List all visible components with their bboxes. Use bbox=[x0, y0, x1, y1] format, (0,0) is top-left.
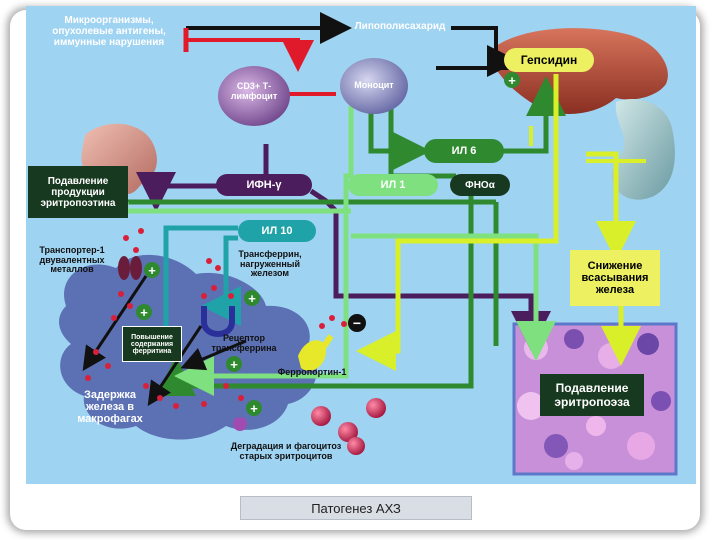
tnf-box: ФНОα bbox=[450, 174, 510, 196]
il6-label: ИЛ 6 bbox=[451, 145, 477, 157]
receptor-plus: + bbox=[226, 356, 242, 372]
slide-caption: Патогенез АХЗ bbox=[240, 496, 472, 520]
iron-retention-label: Задержка железа в макрофагах bbox=[77, 389, 143, 425]
degradation-label: Деградация и фагоцитоз старых эритроцито… bbox=[230, 441, 342, 461]
transferrin-receptor-shape bbox=[201, 306, 235, 337]
lps-label: Липополисахарид bbox=[354, 21, 446, 32]
hepcidin-label: Гепсидин bbox=[520, 53, 578, 67]
iron-dots bbox=[85, 228, 347, 409]
il1-label: ИЛ 1 bbox=[380, 179, 406, 191]
ferroportin-shape bbox=[298, 340, 326, 371]
transferrin-label: Трансферрин, нагруженный железом bbox=[238, 249, 302, 279]
epo-suppression-box: Подавление продукции эритропоэтина bbox=[28, 166, 128, 218]
plus-sign: + bbox=[230, 356, 238, 372]
dmt1-plus: + bbox=[144, 262, 160, 278]
tf-receptor-label: Рецептор трансферрина bbox=[211, 333, 277, 353]
il10-box: ИЛ 10 bbox=[238, 220, 316, 242]
ferritin-label: Повышение содержания ферритина bbox=[130, 333, 174, 355]
degradation-plus: + bbox=[246, 400, 262, 416]
cd3-label: CD3+ Т-лимфоцит bbox=[230, 81, 278, 101]
tnf-label: ФНОα bbox=[465, 179, 495, 191]
il1-box: ИЛ 1 bbox=[348, 174, 438, 196]
microorganisms-label: Микроорганизмы, опухолевые антигены, имм… bbox=[52, 15, 166, 48]
il6-box: ИЛ 6 bbox=[424, 139, 504, 163]
ifn-box: ИФН-γ bbox=[216, 174, 312, 196]
plus-sign: + bbox=[248, 290, 256, 306]
monocyte-label: Моноцит bbox=[354, 80, 394, 90]
plus-sign: + bbox=[508, 72, 516, 88]
ferroportin-minus: − bbox=[348, 314, 366, 332]
ferritin-box: Повышение содержания ферритина bbox=[122, 326, 182, 362]
il10-label: ИЛ 10 bbox=[261, 225, 293, 237]
ferritin-plus: + bbox=[136, 304, 152, 320]
plus-sign: + bbox=[148, 262, 156, 278]
erythrocytes bbox=[233, 398, 386, 455]
minus-sign: − bbox=[352, 315, 362, 331]
absorption-box: Снижение всасывания железа bbox=[570, 250, 660, 306]
caption-text: Патогенез АХЗ bbox=[311, 500, 401, 516]
epo-suppression-label: Подавление продукции эритропоэтина bbox=[40, 175, 116, 209]
tf-plus: + bbox=[244, 290, 260, 306]
ifn-label: ИФН-γ bbox=[246, 179, 282, 191]
erythropoiesis-suppression-label: Подавление эритропоэза bbox=[554, 381, 630, 409]
diagram-panel: Микроорганизмы, опухолевые антигены, имм… bbox=[26, 6, 696, 484]
hepcidin-box: Гепсидин bbox=[504, 48, 594, 72]
monocyte-cell bbox=[340, 58, 408, 114]
ferroportin-label: Ферропортин-1 bbox=[277, 367, 347, 377]
absorption-label: Снижение всасывания железа bbox=[581, 260, 649, 296]
stomach-organ bbox=[611, 99, 675, 200]
t-lymphocyte-cell bbox=[218, 66, 290, 126]
plus-sign: + bbox=[140, 304, 148, 320]
plus-sign: + bbox=[250, 400, 258, 416]
erythropoiesis-suppression-box: Подавление эритропоэза bbox=[540, 374, 644, 416]
dmt1-label: Транспортер-1 двувалентных металлов bbox=[39, 245, 105, 275]
hepcidin-plus: + bbox=[504, 72, 520, 88]
